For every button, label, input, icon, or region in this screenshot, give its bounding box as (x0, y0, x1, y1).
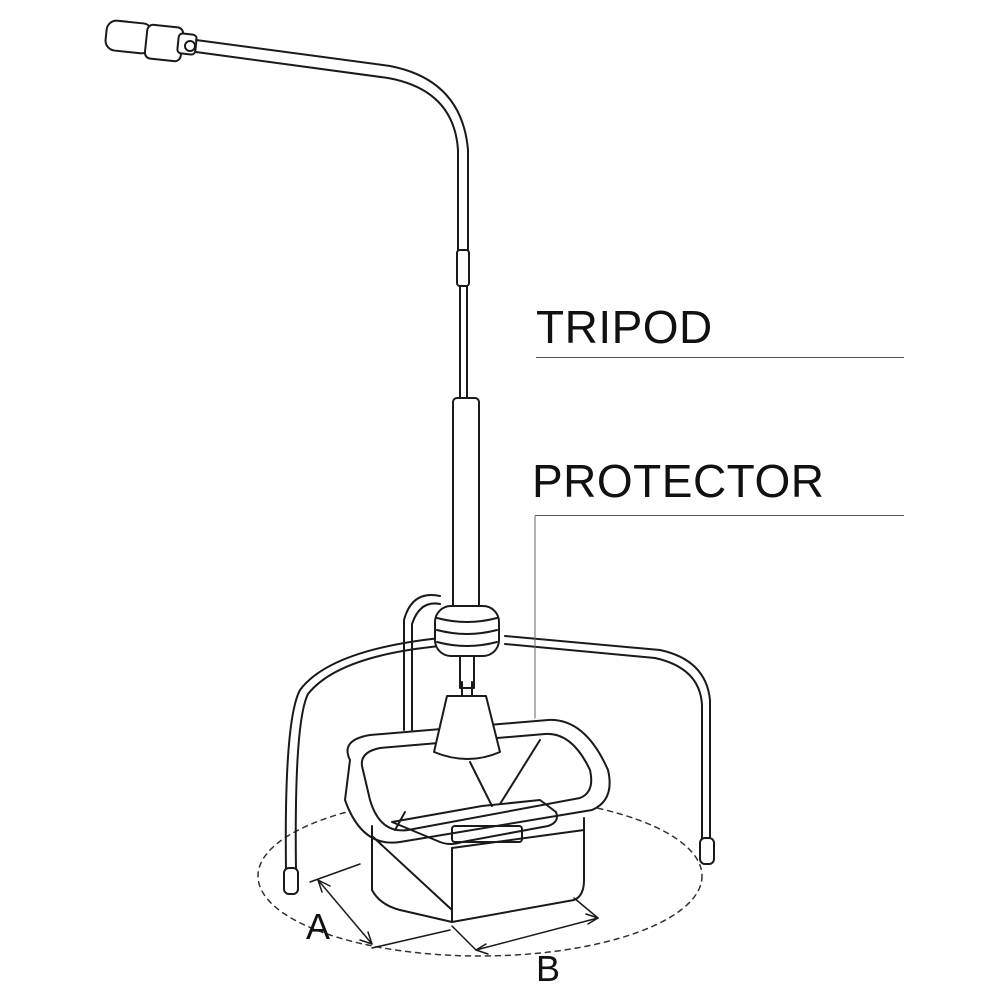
dimension-b-label: B (536, 948, 561, 989)
tripod-leader-line (536, 357, 904, 358)
cone-mount (433, 681, 501, 760)
protector-label: PROTECTOR (532, 455, 825, 507)
microphone (104, 19, 480, 611)
tripod-label: TRIPOD (536, 301, 713, 353)
protector (344, 718, 611, 923)
dimension-a (309, 863, 451, 949)
dimension-b (451, 897, 599, 955)
protector-leader-line (535, 515, 904, 516)
tripod (283, 594, 715, 895)
dimension-a-label: A (306, 906, 331, 947)
